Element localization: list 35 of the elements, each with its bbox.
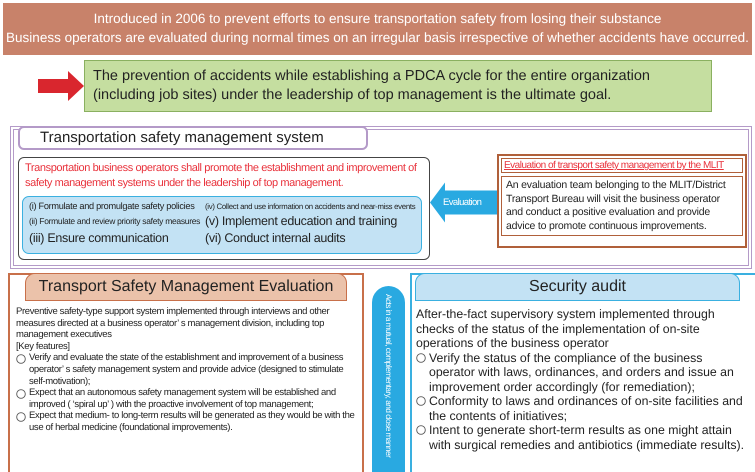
relation-text: Acts in a mutual, complementary, and close manner	[384, 294, 393, 458]
bullet-text: Verify the status of the compliance of the business operator with laws, ordinances, and orders and issue an improvement order accordingly (for remediation);	[429, 350, 735, 394]
requirement-text: Transportation business operators shall promote the establishment and improvement of safety management systems under the leadership of top management.	[25, 161, 418, 191]
panel-heading: Transport Safety Management Evaluation	[25, 273, 347, 301]
edge-label: Evaluation	[443, 196, 482, 210]
evaluation-panel	[8, 273, 364, 472]
bullet-text: Intent to generate short-term results as one might attain with surgical remedies and antibiotics (immediate results).	[429, 423, 746, 452]
evaluation-heading: Evaluation of transport safety management by the MLIT	[501, 158, 743, 173]
intro-text: After-the-fact supervisory system implemented through checks of the status of the implementation of on-site operations of the business operator	[416, 307, 716, 350]
bullet-text: Conformity to laws and ordinances of on-site facilities and the contents of initiatives;	[429, 394, 744, 423]
panel-heading: Transportation safety management system	[18, 126, 368, 150]
bullet-text: Verify and evaluate the state of the establishment and improvement of a business operator’ s safety management system and provide advice (designed to stimulate self-motivation);	[29, 352, 344, 388]
measure-item: (ii) Formulate and review priority safety measures	[29, 215, 200, 228]
measure-item: (iii) Ensure communication	[29, 230, 168, 247]
bullet-text: Expect that an autonomous safety management system will be established and improved ( ‘spiral up’ ) with the proactive involvement of top management;	[29, 387, 337, 410]
goal-box	[84, 60, 712, 112]
banner-text: Introduced in 2006 to prevent efforts to ensure transportation safety from losing their substance	[92, 10, 662, 28]
measure-item: (i) Formulate and promulgate safety policies	[29, 200, 195, 213]
intro-text: Preventive safety-type support system implemented through interviews and other measures directed at a business operator’ s management division, including top management executives	[16, 306, 330, 341]
system-panel	[10, 126, 752, 269]
measure-item: (vi) Conduct internal audits	[205, 230, 346, 247]
goal-text: The prevention of accidents while establishing a PDCA cycle for the entire organization (including job sites) under the leadership of top management is the ultimate goal.	[93, 67, 651, 105]
requirement-box	[18, 157, 430, 260]
evaluation-box	[497, 154, 747, 248]
panel-heading: Security audit	[415, 273, 740, 301]
banner	[3, 3, 752, 55]
measures-box	[22, 196, 422, 254]
evaluation-text: An evaluation team belonging to the MLIT/District Transport Bureau will visit the business operator and conduct a positive evaluation and provide advice to promote continuous improvements.	[501, 176, 743, 236]
banner-text: Business operators are evaluated during normal times on an irregular basis irrespective of whether accidents have occurred.	[5, 29, 750, 47]
arrow	[38, 71, 84, 101]
measure-item: (v) Implement education and training	[205, 214, 398, 229]
arrow	[430, 182, 497, 222]
audit-panel	[410, 273, 755, 472]
key-features-label: [Key features]	[16, 340, 71, 352]
bullet-text: Expect that medium- to long-term results will be generated as they would be with the use of herbal medicine (foundational improvements).	[29, 410, 356, 434]
